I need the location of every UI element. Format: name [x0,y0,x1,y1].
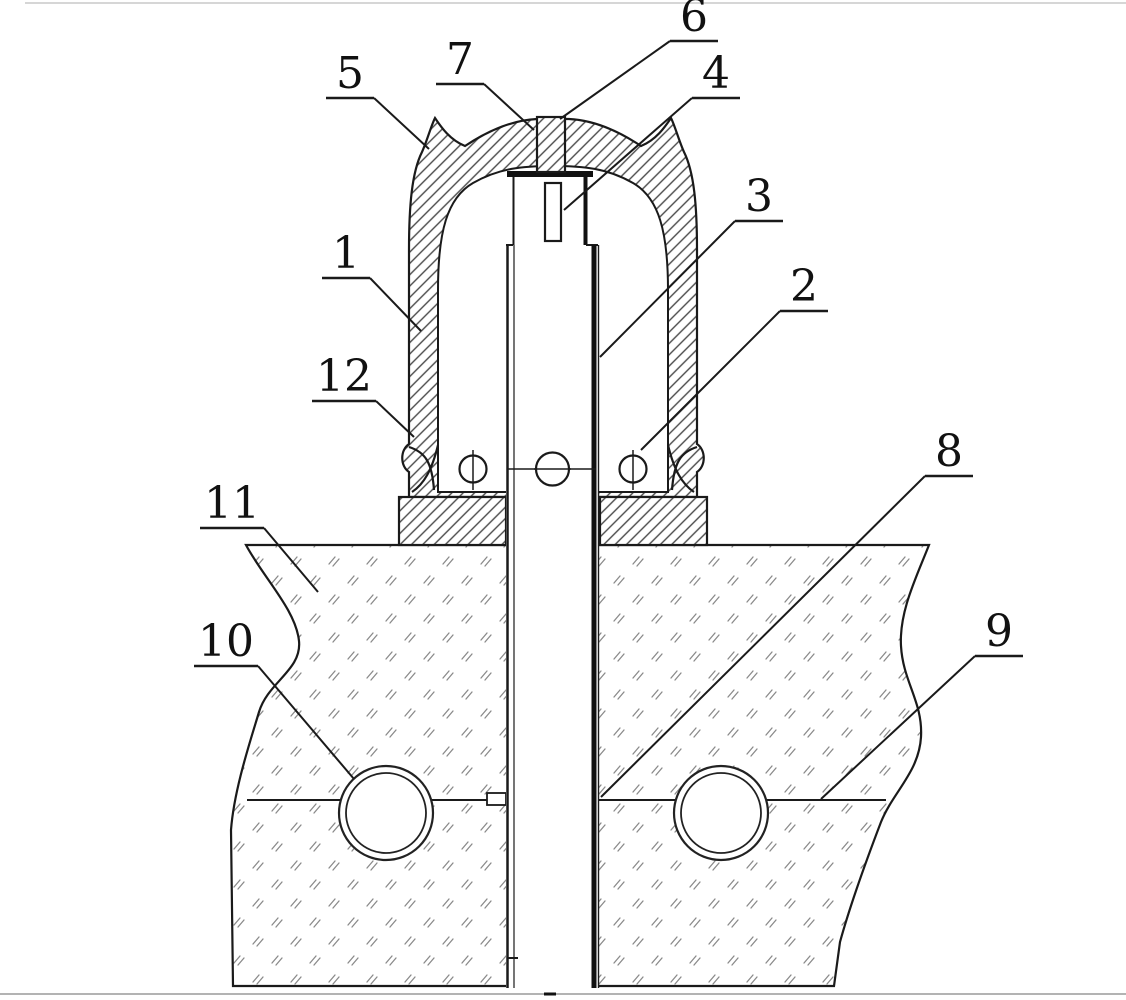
pipe-anchor-notch [486,792,507,806]
callout-8: 8 [600,426,973,798]
pipe-top-plate [507,171,593,177]
label-8: 8 [935,426,963,477]
label-12: 12 [316,351,372,402]
label-11: 11 [204,478,260,529]
center-pipe [506,171,600,996]
pipe-body-fill [506,245,598,988]
callout-1: 1 [322,228,422,332]
buried-pipe-left [337,764,435,862]
callout-4: 4 [563,48,740,211]
label-6: 6 [680,0,708,42]
base-block-right [598,495,709,547]
callout-3: 3 [599,171,783,358]
leader-line-7 [483,83,535,131]
label-7: 7 [446,34,474,85]
leader-line-1 [369,277,422,332]
label-9: 9 [985,606,1013,657]
collar-groove-left [408,445,436,491]
label-4: 4 [702,48,730,99]
callout-9: 9 [820,606,1023,800]
leader-line-8 [600,475,926,798]
leader-line-3 [599,220,736,358]
buried-pipe-right [672,764,770,862]
inner-valve-core [543,181,563,243]
flare-groove-left [411,444,440,493]
top-plug [535,115,567,174]
buried-pipe-right-inner [680,772,762,854]
callout-12: 12 [312,351,415,438]
buried-pipe-left-inner [345,772,427,854]
leader-line-2 [640,310,781,451]
label-3: 3 [745,171,773,222]
label-2: 2 [790,261,818,312]
callout-11: 11 [200,478,319,593]
leader-line-5 [373,97,430,150]
label-5: 5 [336,48,364,99]
callout-5: 5 [326,48,430,150]
callouts: 1 2 3 4 5 6 7 [194,0,1023,800]
callout-6: 6 [559,0,718,120]
leader-line-9 [820,655,976,800]
callout-2: 2 [640,261,828,451]
leader-line-12 [375,400,415,438]
collar-groove-right [670,445,698,491]
leader-line-4 [563,97,693,211]
flare-groove-right [666,444,695,493]
label-1: 1 [332,228,360,279]
leader-line-11 [263,527,319,593]
callout-10: 10 [194,616,355,780]
label-10: 10 [198,616,254,667]
leader-line-6 [559,40,671,120]
callout-7: 7 [436,34,535,131]
flange-fittings [458,450,648,490]
base-flange [397,495,709,547]
base-block-left [397,495,508,547]
leader-line-10 [257,665,355,780]
